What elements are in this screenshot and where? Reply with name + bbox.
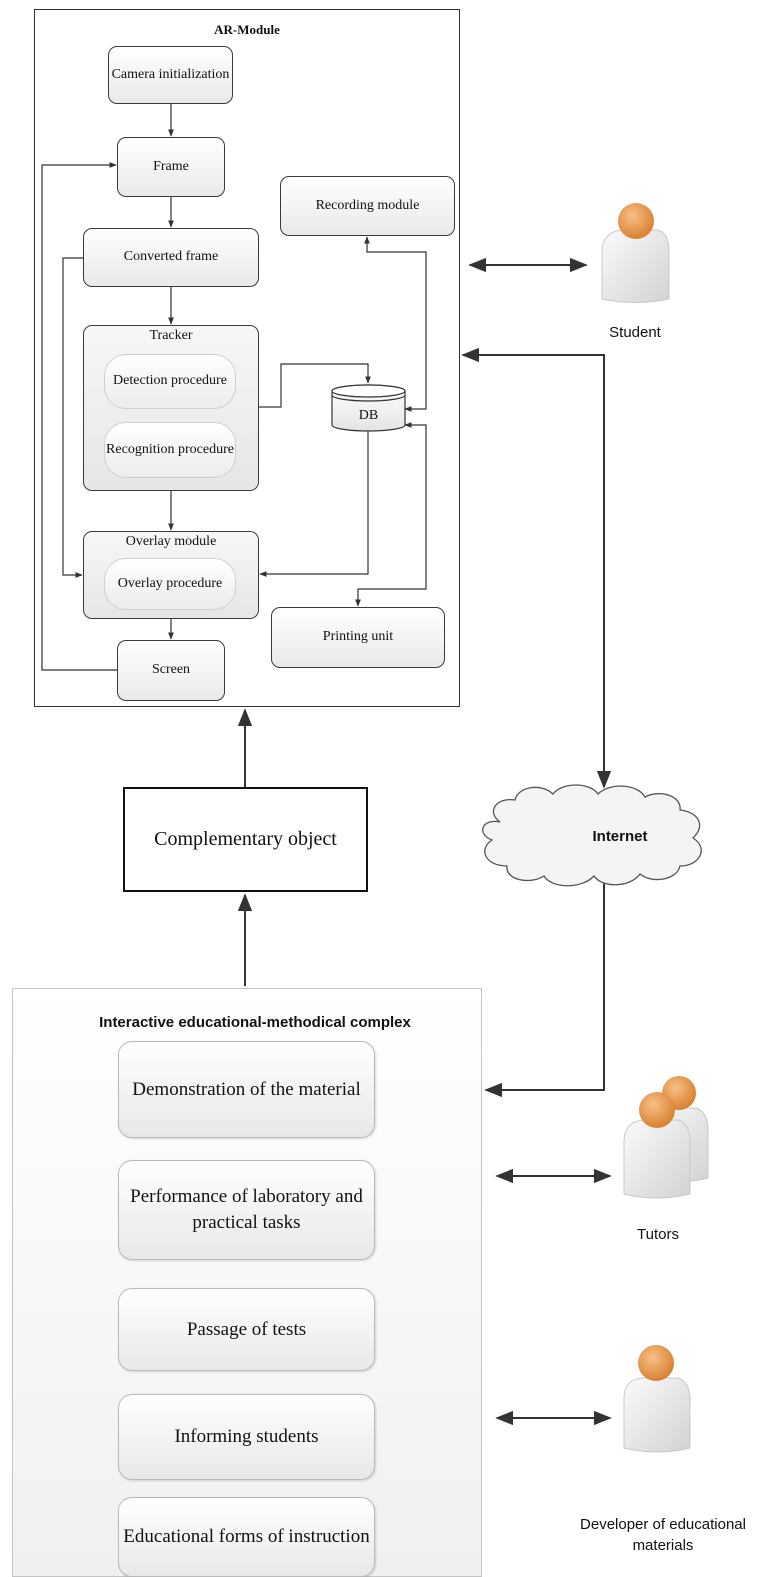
internet-cloud bbox=[482, 784, 702, 887]
iemc-title: Interactive educational-methodical compl… bbox=[99, 1014, 411, 1031]
arrow-db-to-overlay bbox=[259, 431, 369, 577]
converted-frame-box: Converted frame bbox=[83, 228, 259, 287]
recording-module-box: Recording module bbox=[280, 176, 455, 236]
frame-box: Frame bbox=[117, 137, 225, 197]
tracker-title: Tracker bbox=[149, 328, 193, 343]
tutors-icon bbox=[623, 1076, 709, 1199]
printing-unit-box: Printing unit bbox=[271, 607, 445, 668]
iemc-item-informing-students: Informing students bbox=[118, 1394, 375, 1480]
iemc-item-demonstration: Demonstration of the material bbox=[118, 1041, 375, 1138]
tutors-label: Tutors bbox=[637, 1226, 679, 1243]
ar-module-title: AR-Module bbox=[214, 22, 280, 37]
arrow-converted-to-overlay bbox=[62, 257, 83, 578]
iemc-item-tests: Passage of tests bbox=[118, 1288, 375, 1371]
developer-icon bbox=[623, 1345, 691, 1453]
arrow-screen-to-frame bbox=[41, 162, 117, 671]
db-cylinder bbox=[331, 384, 406, 432]
arrow-ar-internet bbox=[461, 347, 612, 789]
developer-label: Developer of educational materials bbox=[580, 1516, 746, 1554]
internet-label: Internet bbox=[592, 828, 648, 845]
overlay-module-title: Overlay module bbox=[125, 534, 217, 549]
arrow-recording-db bbox=[364, 236, 427, 412]
db-label: DB bbox=[359, 408, 378, 423]
camera-init-box: Camera initialization bbox=[108, 46, 233, 104]
recognition-procedure: Recognition procedure bbox=[104, 422, 236, 478]
student-label: Student bbox=[609, 324, 661, 341]
iemc-item-laboratory-tasks: Performance of laboratory and practical … bbox=[118, 1160, 375, 1260]
screen-box: Screen bbox=[117, 640, 225, 701]
arrow-internet-iemc bbox=[484, 858, 612, 1098]
student-icon bbox=[601, 203, 670, 303]
complementary-object-box: Complementary object bbox=[123, 787, 368, 892]
arrow-db-printing bbox=[355, 422, 427, 607]
iemc-item-educational-forms: Educational forms of instruction bbox=[118, 1497, 375, 1577]
overlay-procedure: Overlay procedure bbox=[104, 558, 236, 610]
detection-procedure: Detection procedure bbox=[104, 354, 236, 409]
